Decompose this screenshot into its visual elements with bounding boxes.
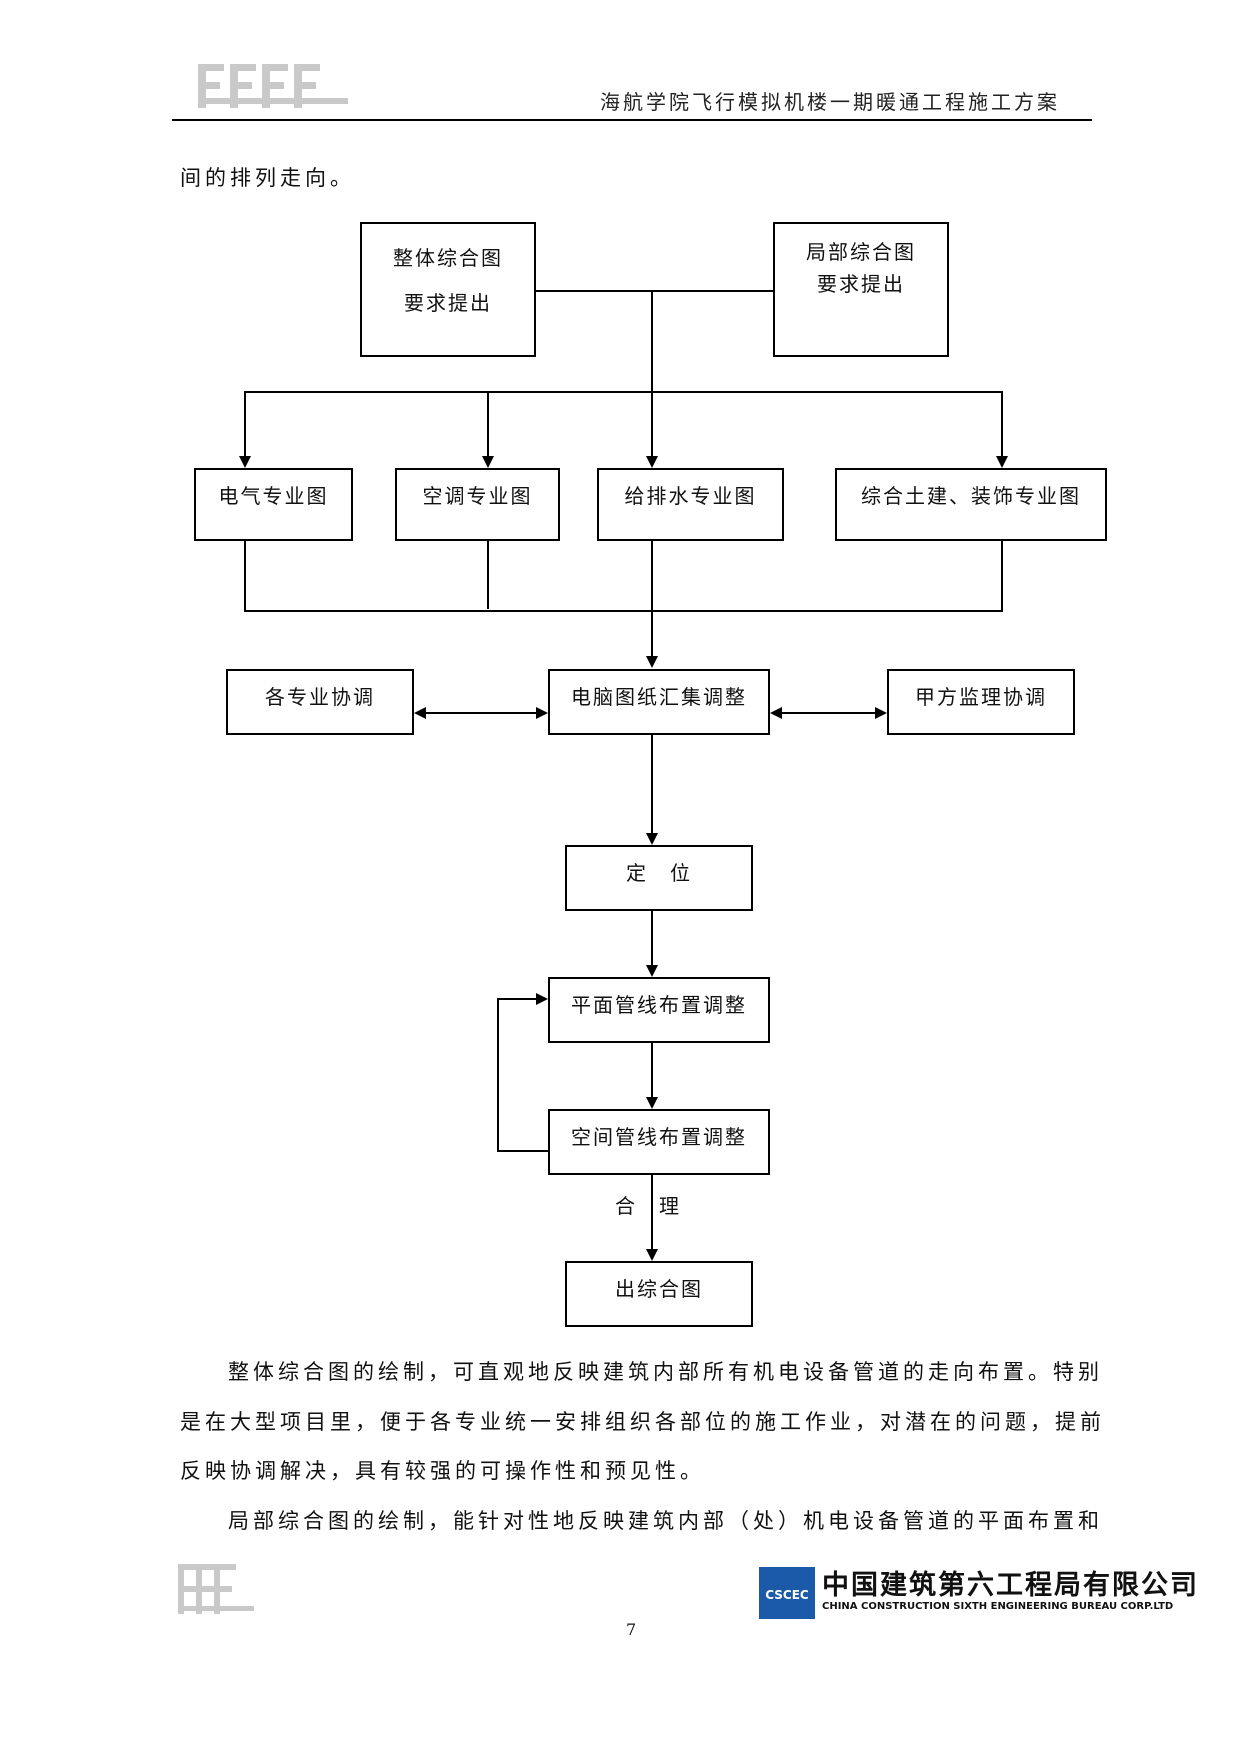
box-space-adjustment: 空间管线布置调整 [548,1109,770,1175]
header-logo-icon [198,64,348,108]
header-title: 海航学院飞行模拟机楼一期暖通工程施工方案 [600,90,1060,114]
box-plane-adjustment: 平面管线布置调整 [548,977,770,1043]
box-client-supervision: 甲方监理协调 [887,669,1075,735]
connector-to-plane [651,911,653,971]
box-hvac-label: 空调专业图 [422,484,533,508]
box-overall-line2: 要求提出 [404,291,492,315]
company-name-en: CHINA CONSTRUCTION SIXTH ENGINEERING BUR… [822,1601,1174,1612]
arrow-right-loop [536,993,548,1005]
box-overall-line1: 整体综合图 [393,246,503,270]
box-local-line2: 要求提出 [817,272,905,296]
company-emblem-icon: CSCEC [759,1567,815,1619]
box-hvac: 空调专业图 [395,468,560,541]
drop-3 [651,391,653,462]
box-client-supervision-label: 甲方监理协调 [915,685,1047,709]
drop-4 [1001,391,1003,462]
box-overall-drawing: 整体综合图 要求提出 [360,222,536,357]
box-output-drawing-label: 出综合图 [615,1277,703,1301]
box-positioning: 定 位 [565,845,753,911]
arrow-down-center [646,656,658,668]
box-plane-adjustment-label: 平面管线布置调整 [571,993,747,1017]
intro-text: 间的排列走向。 [180,166,355,190]
arrow-left-1 [414,707,426,719]
arrow-down-2 [482,456,494,468]
arrow-down-3 [646,456,658,468]
connector-to-center [651,541,653,661]
page-number: 7 [626,1620,637,1639]
connector-to-output [651,1175,653,1255]
box-plumbing-label: 给排水专业图 [624,484,757,508]
arrow-down-1 [239,456,251,468]
box-drawing-compilation: 电脑图纸汇集调整 [548,669,770,735]
connector-to-position [651,735,653,839]
paragraph-1-line-2: 是在大型项目里，便于各专业统一安排组织各部位的施工作业，对潜在的问题，提前 [180,1410,1105,1434]
arrow-down-position [646,833,658,845]
collection-bar [244,610,1003,612]
box-civil-label: 综合土建、装饰专业图 [861,484,1081,508]
loop-vertical [497,998,499,1152]
connector-top-vertical [651,290,653,392]
collect-1 [244,541,246,612]
paragraph-1-line-1: 整体综合图的绘制，可直观地反映建筑内部所有机电设备管道的走向布置。特别 [228,1360,1103,1384]
arrow-right-1 [536,707,548,719]
arrow-left-2 [770,707,782,719]
box-output-drawing: 出综合图 [565,1261,753,1327]
drop-2 [487,391,489,462]
box-civil-decoration: 综合土建、装饰专业图 [835,468,1107,541]
loop-top [497,998,536,1000]
loop-bottom [497,1150,548,1152]
drop-1 [244,391,246,462]
arrow-down-output [646,1249,658,1261]
connector-to-space [651,1043,653,1103]
arrow-down-plane [646,965,658,977]
company-name-zh: 中国建筑第六工程局有限公司 [822,1570,1199,1601]
box-specialty-coordination-label: 各专业协调 [265,685,375,709]
collect-4 [1001,541,1003,612]
paragraph-2-line-1: 局部综合图的绘制，能针对性地反映建筑内部（处）机电设备管道的平面布置和 [228,1509,1103,1533]
box-electrical-label: 电气专业图 [218,484,329,508]
arrow-right-2 [875,707,887,719]
distribution-bar [244,391,1003,393]
box-drawing-compilation-label: 电脑图纸汇集调整 [571,685,747,709]
box-electrical: 电气专业图 [194,468,353,541]
footer-logo-icon [178,1564,254,1614]
box-positioning-label: 定 位 [626,861,692,885]
arrow-down-4 [996,456,1008,468]
box-local-drawing: 局部综合图 要求提出 [773,222,949,357]
box-plumbing: 给排水专业图 [597,468,784,541]
link-right [782,712,875,714]
box-space-adjustment-label: 空间管线布置调整 [571,1125,747,1149]
paragraph-1-line-3: 反映协调解决，具有较强的可操作性和预见性。 [180,1459,705,1483]
link-left [426,712,536,714]
collect-2 [487,541,489,609]
connector-top-horizontal [536,290,773,292]
header-rule [172,119,1092,121]
box-specialty-coordination: 各专业协调 [226,669,414,735]
arrow-down-space [646,1097,658,1109]
company-emblem-text: CSCEC [765,1588,809,1602]
box-local-line1: 局部综合图 [806,240,916,264]
label-reasonable: 合 理 [615,1194,681,1218]
